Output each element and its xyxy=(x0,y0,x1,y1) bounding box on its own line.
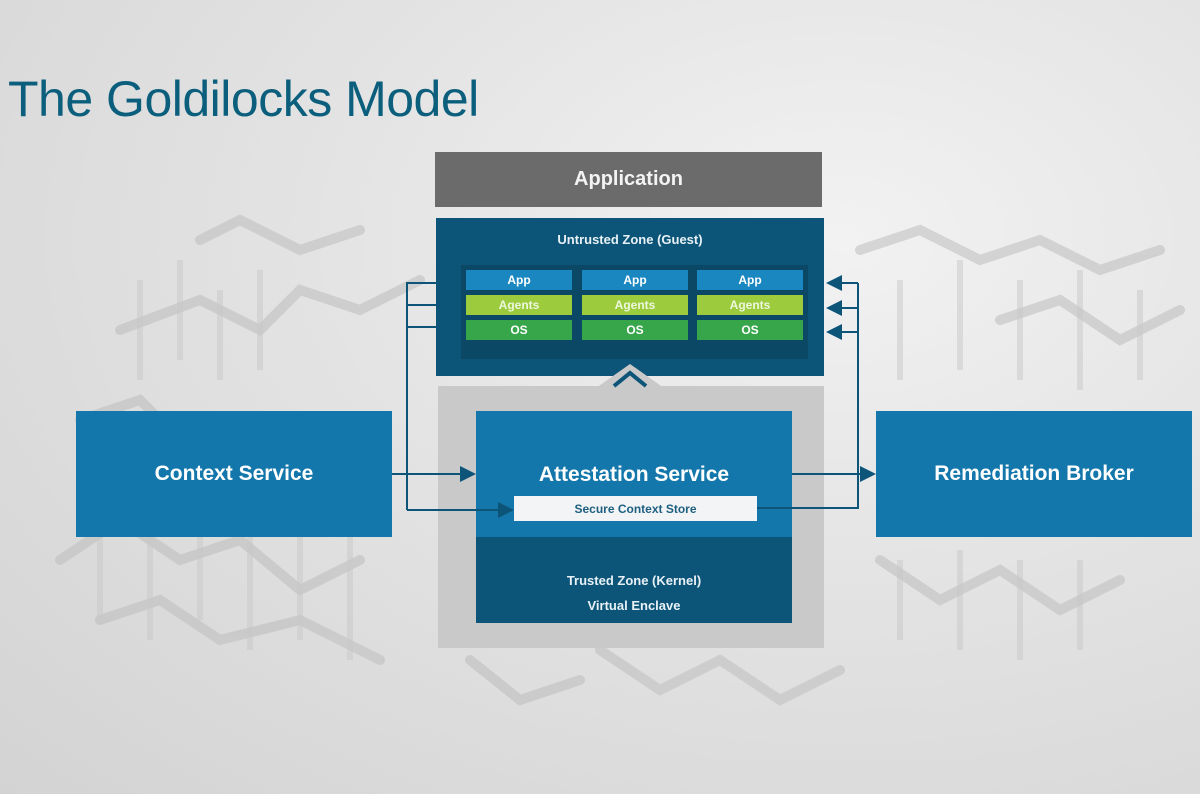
vm-stack-2: App Agents OS xyxy=(577,265,693,359)
vm-os-layer: OS xyxy=(697,320,803,340)
vm-app-layer: App xyxy=(697,270,803,290)
virtual-enclave-label: Virtual Enclave xyxy=(587,598,681,613)
vm-os-layer: OS xyxy=(466,320,572,340)
vm-app-layer: App xyxy=(582,270,688,290)
trusted-zone-kernel: Trusted Zone (Kernel) Virtual Enclave xyxy=(476,537,792,623)
vm-agents-layer: Agents xyxy=(582,295,688,315)
remediation-broker-box: Remediation Broker xyxy=(876,411,1192,537)
trusted-zone-label: Trusted Zone (Kernel) xyxy=(566,573,702,588)
vm-os-layer: OS xyxy=(582,320,688,340)
vm-stack-3: App Agents OS xyxy=(692,265,808,359)
untrusted-zone: Untrusted Zone (Guest) App Agents OS App… xyxy=(436,218,824,376)
vm-app-layer: App xyxy=(466,270,572,290)
vm-stack-1: App Agents OS xyxy=(461,265,577,359)
application-layer: Application xyxy=(435,152,822,207)
page-title: The Goldilocks Model xyxy=(8,71,479,127)
attestation-service-label: Attestation Service xyxy=(538,463,730,486)
secure-context-store: Secure Context Store xyxy=(514,496,757,521)
vm-agents-layer: Agents xyxy=(697,295,803,315)
context-service-box: Context Service xyxy=(76,411,392,537)
untrusted-zone-label: Untrusted Zone (Guest) xyxy=(557,232,703,247)
attestation-service-box: Attestation Service Secure Context Store xyxy=(476,411,792,537)
vm-agents-layer: Agents xyxy=(466,295,572,315)
